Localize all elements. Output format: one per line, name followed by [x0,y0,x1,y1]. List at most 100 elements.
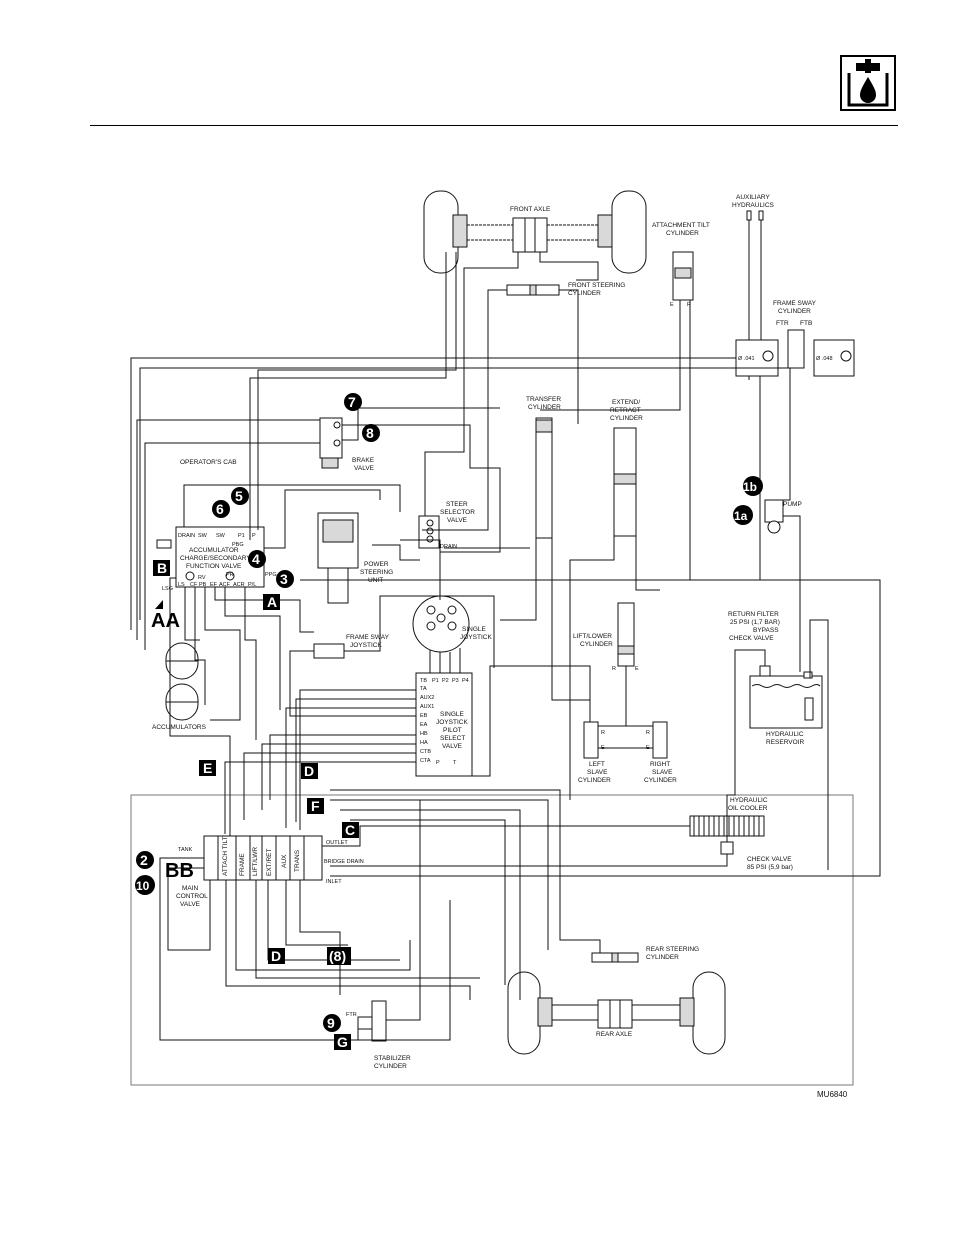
callout-6: 6 [212,500,230,518]
svg-text:FRAME SWAY: FRAME SWAY [346,634,390,641]
svg-text:STABILIZER: STABILIZER [374,1055,411,1062]
svg-text:TRANS: TRANS [294,849,301,872]
svg-text:LS: LS [178,582,185,588]
svg-text:LEFT: LEFT [589,761,605,768]
svg-text:PR: PR [226,572,234,578]
svg-text:LSG: LSG [162,586,173,592]
rear-axle: REAR AXLE [507,971,726,1055]
svg-text:CYLINDER: CYLINDER [610,415,643,422]
svg-text:BRAKE: BRAKE [352,457,375,464]
svg-text:POWER: POWER [364,561,389,568]
svg-text:E: E [670,302,674,308]
hydraulic-lines [130,252,881,1041]
svg-text:REAR STEERING: REAR STEERING [646,946,699,953]
svg-text:10: 10 [136,879,150,893]
svg-text:JOYSTICK: JOYSTICK [436,719,468,726]
svg-text:EA: EA [420,722,428,728]
svg-text:1a: 1a [734,509,748,523]
svg-text:D: D [304,763,314,779]
svg-text:CYLINDER: CYLINDER [374,1063,407,1070]
svg-text:C: C [345,822,355,838]
figure-id: MU6840 [817,1090,848,1099]
transfer-cylinder: TRANSFER CYLINDER [526,396,561,539]
svg-text:CONTROL: CONTROL [176,893,208,900]
svg-text:Ø .048: Ø .048 [816,356,833,362]
svg-text:CYLINDER: CYLINDER [528,404,561,411]
lift-lower-cylinder: LIFT/LOWER CYLINDER R E [573,602,639,672]
hydraulic-oil-drop-icon [840,55,896,111]
svg-text:SELECTOR: SELECTOR [440,509,475,516]
front-axle-label: FRONT AXLE [510,206,551,213]
svg-text:AUX: AUX [281,854,288,868]
svg-text:CHECK VALVE: CHECK VALVE [747,856,792,863]
svg-text:ATTACHMENT TILT: ATTACHMENT TILT [652,222,710,229]
svg-text:TANK: TANK [178,847,193,853]
svg-text:VALVE: VALVE [447,517,468,524]
callout-AA: AA [151,610,180,632]
steer-selector-valve: STEER SELECTOR VALVE DRAIN [418,501,475,550]
svg-text:STEER: STEER [446,501,468,508]
callout-7: 7 [344,393,362,411]
callout-badges: 7 8 6 5 4 3 1b [135,393,763,1050]
svg-text:SW: SW [198,533,208,539]
power-steering-unit: POWER STEERING UNIT [317,512,393,604]
pilot-select-valve: TB P1 P2 P3 P4 TA AUX2 AUX1 EB EA HB HA … [415,672,473,777]
svg-text:P/L: P/L [248,582,256,588]
svg-text:Ø .041: Ø .041 [738,356,755,362]
svg-text:RV: RV [198,575,206,581]
oil-cooler: HYDRAULIC OIL COOLER CHECK VALVE 85 PSI … [689,797,793,871]
svg-text:VALVE: VALVE [180,901,201,908]
svg-text:E: E [203,760,212,776]
svg-text:SLAVE: SLAVE [587,769,608,776]
svg-text:OIL COOLER: OIL COOLER [728,805,768,812]
svg-text:CYLINDER: CYLINDER [666,230,699,237]
svg-text:RIGHT: RIGHT [650,761,670,768]
svg-text:JOYSTICK: JOYSTICK [350,642,382,649]
svg-text:PPG: PPG [265,572,277,578]
svg-text:CYLINDER: CYLINDER [580,641,613,648]
svg-text:CYLINDER: CYLINDER [568,290,601,297]
callout-C: C [342,822,359,838]
callout-10: 10 [135,875,155,895]
svg-text:CYLINDER: CYLINDER [644,777,677,784]
svg-text:EB: EB [420,713,428,719]
svg-text:BRIDGE DRAIN: BRIDGE DRAIN [324,859,364,865]
svg-text:SW: SW [216,533,226,539]
svg-text:CYLINDER: CYLINDER [778,308,811,315]
svg-text:R: R [601,730,605,736]
svg-text:ATTACH TILT: ATTACH TILT [222,836,229,876]
callout-5: 5 [231,487,249,505]
svg-text:6: 6 [216,501,224,517]
svg-text:E: E [635,666,639,672]
callout-F: F [307,798,324,814]
svg-text:FTB: FTB [800,320,812,327]
callout-G: G [334,1034,351,1050]
svg-text:HYDRAULIC: HYDRAULIC [766,731,804,738]
svg-text:DRAIN: DRAIN [178,533,195,539]
extend-retract-cylinder: EXTEND/ RETRACT CYLINDER [610,399,643,537]
svg-text:AUX2: AUX2 [420,695,434,701]
svg-text:SELECT: SELECT [440,735,465,742]
svg-text:EF: EF [210,582,218,588]
rear-steering-cylinder: REAR STEERING CYLINDER [591,946,699,963]
svg-text:B: B [157,560,167,576]
svg-text:JOYSTICK: JOYSTICK [460,634,492,641]
svg-text:MAIN: MAIN [182,885,199,892]
svg-text:G: G [337,1034,348,1050]
svg-text:85 PSI (5,9 bar): 85 PSI (5,9 bar) [747,864,793,871]
svg-text:F: F [311,798,320,814]
svg-text:T: T [453,760,457,766]
header-rule [90,125,898,126]
svg-text:FRONT STEERING: FRONT STEERING [568,282,625,289]
svg-text:CYLINDER: CYLINDER [578,777,611,784]
stabilizer-cylinder: FTR STABILIZER CYLINDER [346,1000,411,1070]
svg-text:4: 4 [252,551,260,567]
svg-text:R: R [646,730,650,736]
svg-text:R: R [687,302,691,308]
svg-text:STEERING: STEERING [360,569,393,576]
svg-text:HB: HB [420,731,428,737]
accumulators: ACCUMULATORS [152,642,207,731]
svg-text:5: 5 [235,488,243,504]
svg-text:D: D [271,948,281,964]
